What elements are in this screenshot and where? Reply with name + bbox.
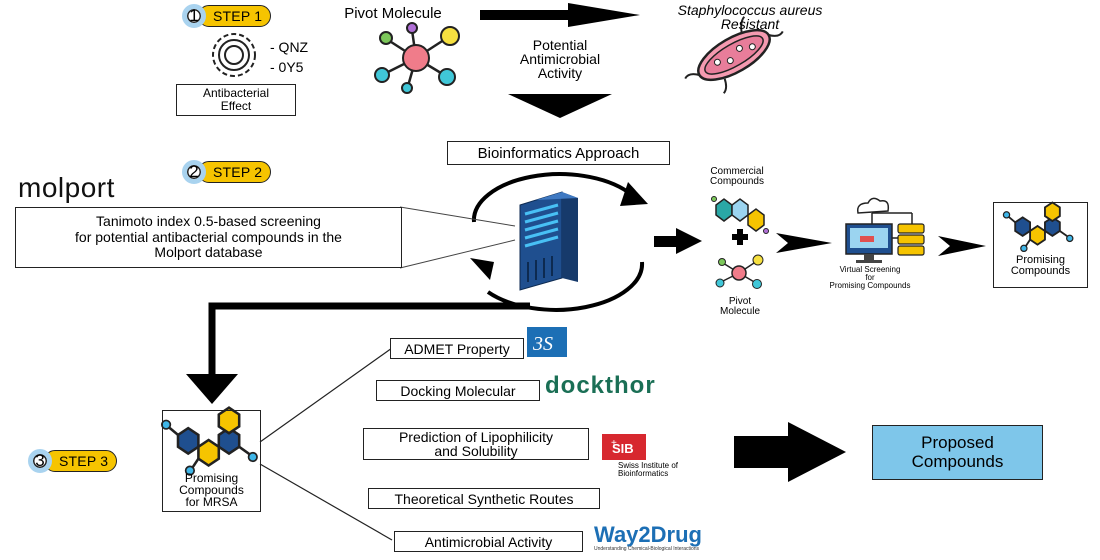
mrsa-text: Promising Compounds for MRSA (179, 472, 244, 508)
activity-line2: Antimicrobial (519, 51, 601, 67)
proposed-line1: Proposed (921, 432, 994, 452)
sib-logo-icon: SIB + (602, 434, 646, 460)
way2drug-logo: Way2Drug (594, 522, 702, 547)
vs-line1: Virtual Screening (839, 265, 901, 274)
synthetic-routes-box: Theoretical Synthetic Routes (368, 488, 600, 509)
arrow-to-proposed (734, 422, 846, 482)
arrow-down-step1 (508, 94, 612, 118)
bioinformatics-approach-box: Bioinformatics Approach (447, 141, 670, 165)
callout-lines (399, 206, 516, 269)
effect-line1: Antibacterial (202, 86, 270, 101)
ligand-qnz: - QNZ (270, 39, 309, 55)
svg-text:3S: 3S (532, 333, 553, 355)
pivot-molecule-label: Pivot Molecule (700, 297, 780, 317)
svg-text:+: + (611, 438, 617, 449)
antimicrobial-activity-label: Potential Antimicrobial Activity (490, 38, 630, 80)
promising-line2: Compounds (1010, 265, 1071, 277)
commercial-compound-icon (711, 196, 769, 234)
step3-label: STEP 3 (44, 450, 118, 472)
promising-text: Promising Compounds (1011, 255, 1070, 277)
target-line2: Resistant (720, 16, 780, 32)
promising-compounds-icon (1002, 201, 1074, 253)
arrow-to-promising (938, 236, 986, 256)
server-icon (519, 191, 578, 291)
bacteria-icon (684, 16, 784, 94)
arrow-to-virtual-screening (776, 233, 832, 253)
step3-number: 3 (28, 449, 52, 473)
pivot-molecule-title: Pivot Molecule (344, 5, 442, 22)
pivot-line2: Molecule (719, 306, 761, 317)
lipo-line1: Prediction of Lipophilicity (398, 429, 554, 445)
sib-caption: Swiss Institute of Bioinformatics (618, 462, 678, 478)
way2drug-tagline: Understanding Chemical-Biological Intera… (594, 546, 700, 552)
step1-badge: 1 STEP 1 (182, 4, 272, 28)
commercial-line1: Commercial (710, 166, 764, 177)
activity-line1: Potential (532, 37, 588, 53)
step1-number: 1 (182, 4, 206, 28)
step1-label: STEP 1 (198, 5, 272, 27)
tanimoto-screening-box: Tanimoto index 0.5-based screening for p… (15, 207, 402, 268)
gear-icon (212, 33, 256, 77)
screening-line1: Tanimoto index 0.5-based screening (96, 213, 321, 230)
antibacterial-effect-box: Antibacterial Effect (176, 84, 296, 116)
mrsa-line2: Compounds (179, 483, 244, 497)
virtual-screening-icon (845, 197, 925, 263)
sib-line1: Swiss Institute of (618, 461, 679, 470)
admet-property-box: ADMET Property (390, 338, 524, 359)
antimicrobial-activity-box: Antimicrobial Activity (394, 531, 583, 552)
lipophilicity-box: Prediction of Lipophilicity and Solubili… (363, 428, 589, 460)
screening-line2: for potential antibacterial compounds in… (75, 228, 342, 245)
mrsa-compound-icon (160, 406, 258, 476)
commercial-line2: Compounds (710, 176, 764, 187)
proposed-line2: Compounds (911, 451, 1004, 471)
vs-line2: for (865, 273, 875, 282)
step3-badge: 3 STEP 3 (28, 449, 118, 473)
docking-molecular-box: Docking Molecular (376, 380, 540, 401)
effect-line2: Effect (220, 99, 252, 113)
pivot-line1: Pivot (728, 296, 752, 307)
activity-line3: Activity (537, 65, 583, 81)
promising-compounds-box: Promising Compounds (993, 202, 1088, 288)
target-organism-label: Staphylococcus aureus Resistant (640, 3, 860, 31)
step2-label: STEP 2 (198, 161, 272, 183)
target-line1: Staphylococcus aureus (677, 2, 823, 18)
mrsa-line3: for MRSA (185, 495, 238, 509)
lipo-line2: and Solubility (434, 443, 518, 459)
svg-text:SIB: SIB (612, 441, 634, 456)
promising-line1: Promising (1016, 254, 1065, 266)
biovia-logo-icon: 3S (527, 327, 567, 357)
vs-line3: Promising Compounds (829, 281, 911, 290)
arrow-server-to-combination (654, 228, 702, 254)
step2-badge: 2 STEP 2 (182, 160, 272, 184)
molport-logo: molport (18, 172, 115, 203)
pivot-molecule-icon (374, 22, 460, 94)
proposed-compounds-box: Proposed Compounds (872, 425, 1043, 480)
plus-icon (732, 229, 748, 245)
screening-line3: Molport database (154, 244, 263, 261)
fanout-lines (259, 347, 393, 541)
mrsa-compounds-box: Promising Compounds for MRSA (162, 410, 261, 512)
dockthor-logo: dockthor (545, 372, 656, 399)
ligand-0y5: - 0Y5 (270, 59, 304, 75)
pivot-molecule-small-icon (715, 254, 764, 289)
mrsa-line1: Promising (184, 471, 239, 485)
sib-line2: Bioinformatics (618, 469, 669, 478)
arrow-to-step3 (186, 302, 530, 404)
virtual-screening-label: Virtual Screening for Promising Compound… (810, 266, 930, 290)
step2-number: 2 (182, 160, 206, 184)
commercial-compounds-label: Commercial Compounds (692, 167, 782, 187)
arrow-pivot-to-bacteria (480, 3, 640, 27)
